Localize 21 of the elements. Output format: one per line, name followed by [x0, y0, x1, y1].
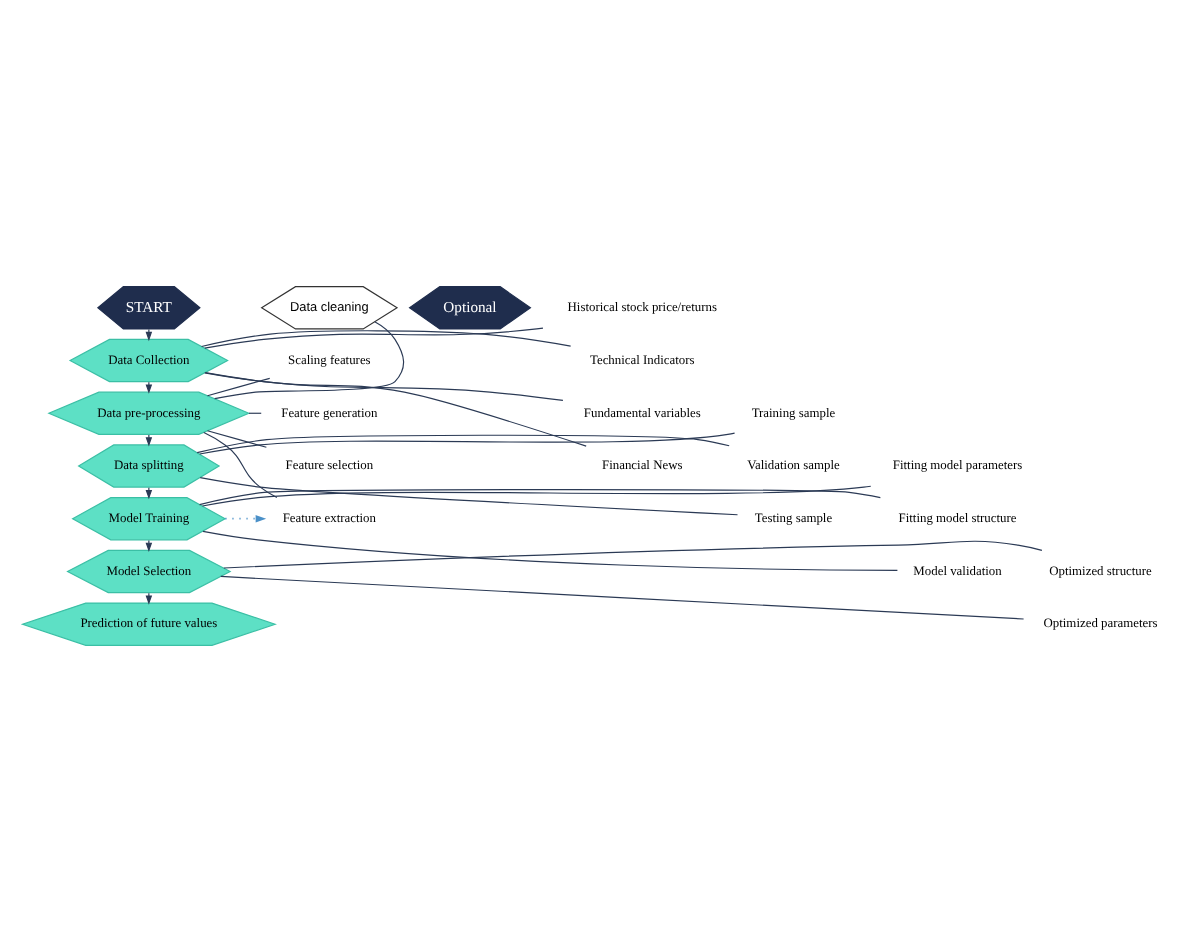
connector [201, 485, 872, 507]
connector [202, 530, 898, 572]
connector [206, 377, 271, 397]
connector [203, 432, 278, 499]
connector [199, 477, 739, 516]
connector [223, 540, 1043, 569]
arrow [224, 515, 267, 523]
connector [204, 372, 564, 402]
arrow [145, 592, 153, 605]
connector [199, 488, 881, 506]
arrow [145, 539, 153, 553]
connector [220, 575, 1025, 620]
connector [206, 430, 267, 448]
arrow [145, 487, 153, 500]
connector [204, 372, 587, 447]
connector [214, 321, 405, 400]
arrow [145, 381, 153, 394]
connector [201, 330, 572, 348]
connector [204, 327, 544, 349]
arrow [145, 434, 153, 447]
arrow [145, 328, 153, 342]
